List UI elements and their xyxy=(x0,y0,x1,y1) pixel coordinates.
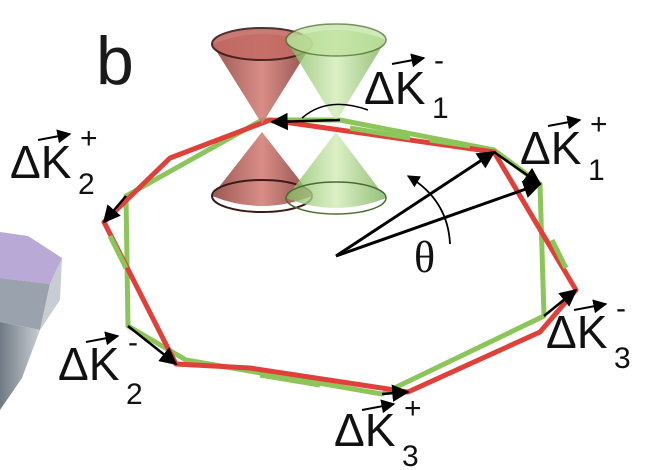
label-k1-minus: ΔK 1 - xyxy=(364,44,449,125)
label-k2-plus: ΔK 2 + xyxy=(10,122,98,201)
label-k1-minus-sub: 1 xyxy=(432,92,449,125)
leader-line xyxy=(301,103,369,119)
layered-slab-fragment xyxy=(0,232,62,410)
panel-letter: b xyxy=(96,23,134,99)
theta-label: θ xyxy=(414,233,435,282)
arrow-k2-plus xyxy=(102,195,127,224)
arrow-k2-minus xyxy=(127,325,178,366)
label-k2-plus-main: ΔK xyxy=(10,136,72,188)
lattice-overlap-segments xyxy=(107,125,569,388)
red-lattice-polygon xyxy=(101,117,579,395)
arrow-k3-plus xyxy=(381,384,410,402)
label-k3-minus-sup: - xyxy=(616,292,626,325)
label-k1-plus-main: ΔK xyxy=(520,122,582,174)
rotation-vectors xyxy=(335,150,542,258)
delta-k-arrows xyxy=(102,112,578,402)
label-k2-plus-sub: 2 xyxy=(78,168,95,201)
label-k3-plus-main: ΔK xyxy=(334,404,396,456)
label-k3-minus-main: ΔK xyxy=(546,306,608,358)
label-k2-minus-main: ΔK xyxy=(58,338,120,390)
label-k3-minus: ΔK 3 - xyxy=(546,292,631,375)
label-k2-plus-sup: + xyxy=(80,122,98,155)
label-k1-plus: ΔK 1 + xyxy=(520,108,608,187)
label-k1-plus-sup: + xyxy=(590,108,608,141)
label-k3-plus-sub: 3 xyxy=(402,440,419,470)
label-k2-minus-sup: - xyxy=(128,326,138,359)
label-k1-minus-main: ΔK xyxy=(364,62,426,114)
label-k2-minus-sub: 2 xyxy=(126,378,143,411)
label-k3-plus: ΔK 3 + xyxy=(334,392,422,470)
arrow-k3-minus xyxy=(543,288,578,317)
label-k1-plus-sub: 1 xyxy=(588,154,605,187)
label-k1-minus-sup: - xyxy=(434,44,444,77)
label-k3-plus-sup: + xyxy=(404,392,422,425)
label-k3-minus-sub: 3 xyxy=(614,342,631,375)
arrow-k1-minus xyxy=(270,112,341,131)
green-dirac-cone xyxy=(285,23,387,215)
red-dirac-cone xyxy=(211,27,313,213)
green-lattice-polygon xyxy=(123,117,547,397)
arrow-k1-plus xyxy=(493,150,542,186)
label-k2-minus: ΔK 2 - xyxy=(58,326,143,411)
